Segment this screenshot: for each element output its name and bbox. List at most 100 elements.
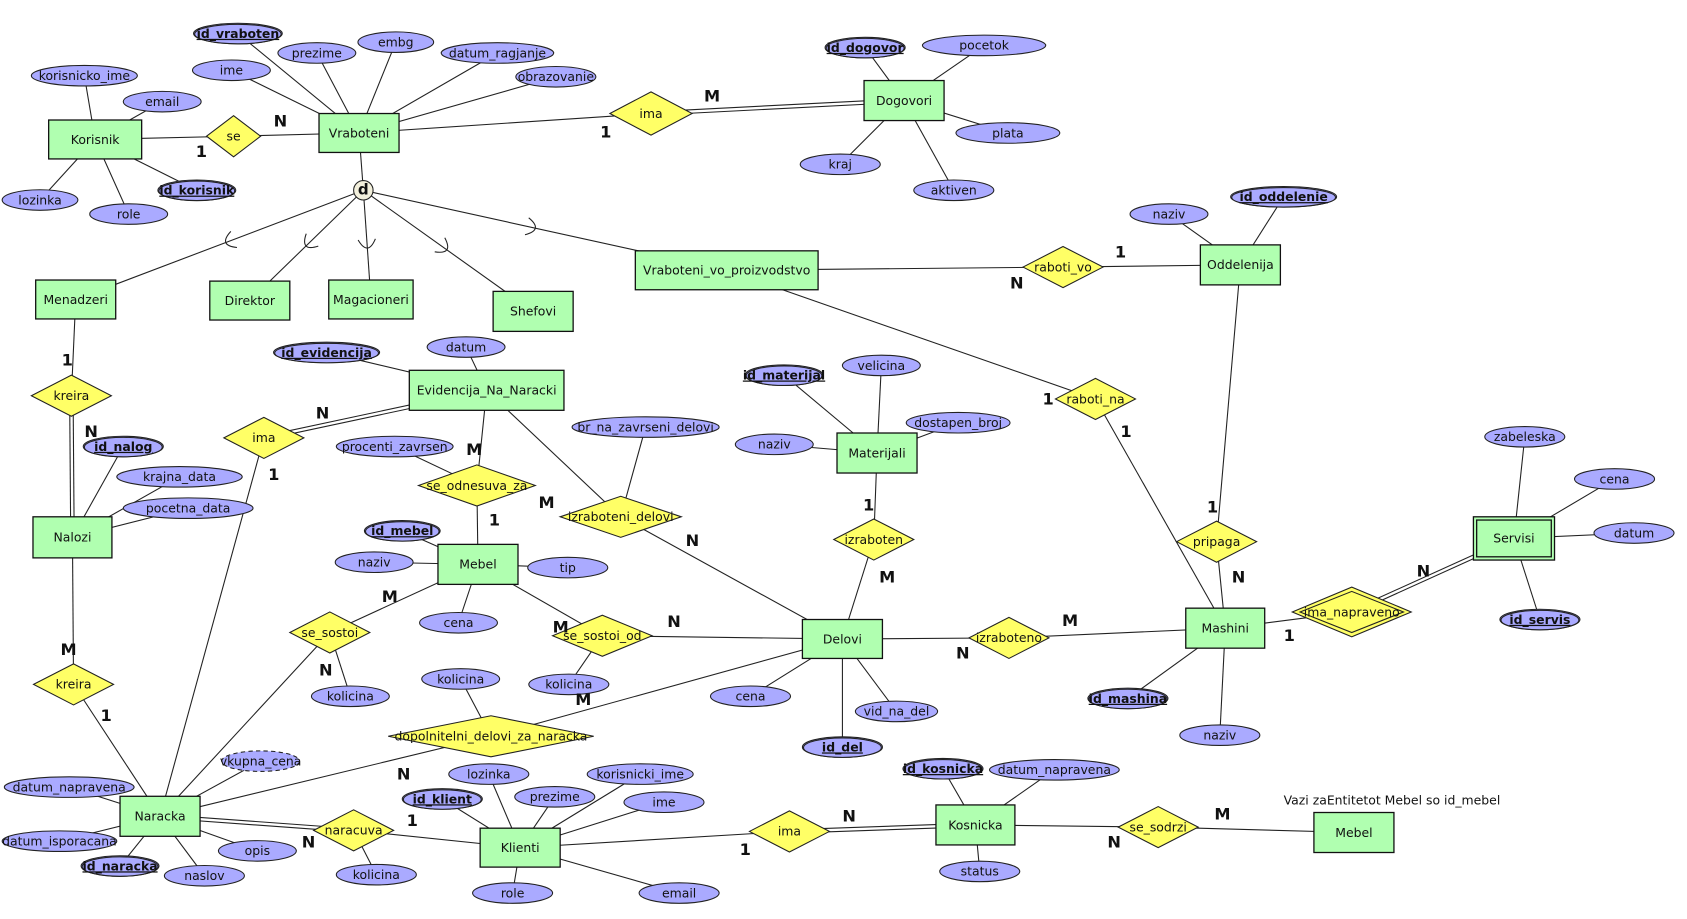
attribute-id-del[interactable]: id_del (801, 736, 883, 758)
attribute-korisnicko-ime[interactable]: korisnicko_ime (30, 64, 138, 87)
attribute-cena[interactable]: cena (709, 685, 792, 708)
attribute-zabeleska[interactable]: zabeleska (1484, 425, 1566, 448)
attribute-vkupna-cena[interactable]: vkupna_cena (220, 750, 302, 772)
relationship-izraboteni-delovi[interactable]: izraboteni_delovi (558, 495, 683, 538)
attribute-naziv[interactable]: naziv (334, 551, 414, 574)
entity-servisi[interactable]: Servisi (1472, 516, 1556, 561)
attribute-ime[interactable]: ime (191, 59, 271, 82)
attribute-vid-na-del[interactable]: vid_na_del (854, 700, 939, 723)
relationship-izraboteno[interactable]: izraboteno (967, 616, 1051, 660)
relationship-raboti-vo[interactable]: raboti_vo (1021, 245, 1105, 289)
attribute-cena[interactable]: cena (1573, 468, 1656, 490)
attribute-dostapen-broj[interactable]: dostapen_broj (905, 411, 1011, 434)
attribute-id-evidencija[interactable]: id_evidencija (273, 341, 381, 364)
relationship-ima2[interactable]: ima (222, 416, 306, 460)
attribute-id-klient[interactable]: id_klient (401, 788, 483, 810)
attribute-obrazovanie[interactable]: obrazovanie (515, 65, 597, 88)
attribute-id-servis[interactable]: id_servis (1499, 608, 1581, 631)
relationship-se[interactable]: se (205, 115, 262, 158)
attribute-role[interactable]: role (89, 203, 169, 225)
entity-dogovori[interactable]: Dogovori (863, 79, 945, 122)
entity-direktor[interactable]: Direktor (209, 280, 291, 321)
attribute-cena[interactable]: cena (419, 611, 498, 634)
attribute-id-vraboten[interactable]: id_vraboten (193, 22, 283, 45)
attribute-email[interactable]: email (122, 90, 202, 113)
attribute-prezime[interactable]: prezime (514, 786, 596, 808)
attribute-lozinka[interactable]: lozinka (1, 189, 79, 211)
entity-mashini[interactable]: Mashini (1185, 607, 1266, 649)
attribute-datum-ragjanje[interactable]: datum_ragjanje (440, 42, 555, 64)
attribute-id-mebel[interactable]: id_mebel (363, 520, 441, 542)
attribute-opis[interactable]: opis (217, 840, 297, 862)
entity-mebel2[interactable]: Mebel (1313, 811, 1395, 854)
attribute-pocetna-data[interactable]: pocetna_data (122, 497, 254, 519)
attribute-datum[interactable]: datum (1593, 522, 1675, 544)
entity-delovi[interactable]: Delovi (801, 618, 884, 660)
entity-kosnicka[interactable]: Kosnicka (935, 804, 1016, 846)
entity-evidencija[interactable]: Evidencija_Na_Naracki (408, 369, 565, 411)
relationship-se-sodrzi[interactable]: se_sodrzi (1116, 805, 1200, 849)
entity-klienti[interactable]: Klienti (479, 827, 561, 868)
attribute-id-nalog[interactable]: id_nalog (82, 435, 164, 458)
attribute-lozinka[interactable]: lozinka (448, 763, 530, 785)
attribute-velicina[interactable]: velicina (841, 354, 921, 377)
attribute-email[interactable]: email (638, 882, 720, 904)
relationship-ima3[interactable]: ima (748, 810, 831, 853)
attribute-id-naracka[interactable]: id_naracka (80, 855, 160, 877)
attribute-status[interactable]: status (939, 860, 1021, 883)
relationship-ima1[interactable]: ima (608, 91, 694, 136)
entity-materijali[interactable]: Materijali (836, 432, 918, 474)
attribute-procenti-zavrsen[interactable]: procenti_zavrsen (335, 435, 454, 458)
relationship-kreira1[interactable]: kreira (30, 374, 113, 417)
attribute-aktiven[interactable]: aktiven (913, 179, 995, 202)
relationship-raboti-na[interactable]: raboti_na (1054, 377, 1137, 421)
relationship-izraboten[interactable]: izraboten (832, 518, 915, 561)
attribute-id-korisnik[interactable]: id_korisnik (157, 179, 237, 202)
relationship-ima-napraveno[interactable]: ima_napraveno (1290, 586, 1413, 638)
relationship-pripaga[interactable]: pripaga (1175, 520, 1258, 563)
attribute-role[interactable]: role (472, 882, 554, 904)
attribute-naziv[interactable]: naziv (734, 433, 814, 456)
entity-vrab-proiz[interactable]: Vraboteni_vo_proizvodstvo (634, 250, 819, 291)
relationship-se-sostoi-od[interactable]: se_sostoi_od (551, 614, 654, 657)
entity-mebel[interactable]: Mebel (437, 543, 519, 586)
attribute-naslov[interactable]: naslov (163, 864, 245, 887)
entity-shefovi[interactable]: Shefovi (492, 290, 574, 333)
attribute-kolicina[interactable]: kolicina (528, 673, 610, 696)
entity-menadzeri[interactable]: Menadzeri (35, 279, 117, 320)
attribute-datum-isporacana[interactable]: datum_isporacana (1, 830, 118, 852)
entity-nalozi[interactable]: Nalozi (32, 516, 113, 559)
entity-oddelenija[interactable]: Oddelenija (1199, 244, 1282, 286)
attribute-id-mashina[interactable]: id_mashina (1087, 687, 1169, 710)
relationship-naracuva[interactable]: naracuva (312, 809, 395, 852)
attribute-naziv[interactable]: naziv (1179, 724, 1261, 747)
attribute-embg[interactable]: embg (357, 31, 435, 53)
entity-vraboteni[interactable]: Vraboteni (318, 112, 400, 154)
attribute-datum-napravena[interactable]: datum_napravena (988, 758, 1120, 781)
entity-naracka[interactable]: Naracka (119, 795, 201, 837)
attribute-id-kosnicka[interactable]: id_kosnicka (902, 757, 984, 780)
attribute-id-dogovor[interactable]: id_dogovor (824, 36, 906, 59)
attribute-datum[interactable]: datum (426, 336, 506, 358)
attribute-kraj[interactable]: kraj (799, 153, 881, 176)
attribute-kolicina[interactable]: kolicina (421, 668, 501, 690)
attribute-tip[interactable]: tip (527, 556, 609, 579)
entity-magacioneri[interactable]: Magacioneri (328, 279, 414, 320)
entity-korisnik[interactable]: Korisnik (48, 119, 143, 160)
attribute-id-materijal[interactable]: id_materijal (743, 364, 825, 386)
relationship-kreira2[interactable]: kreira (32, 663, 115, 706)
relationship-dopolnitelni[interactable]: dopolnitelni_delovi_za_naracka (388, 715, 594, 758)
attribute-prezime[interactable]: prezime (277, 42, 357, 64)
relationship-se-odnesuva-za[interactable]: se_odnesuva_za (416, 464, 537, 507)
attribute-krajna-data[interactable]: krajna_data (116, 465, 243, 488)
attribute-plata[interactable]: plata (955, 122, 1061, 144)
attribute-kolicina[interactable]: kolicina (335, 863, 417, 886)
attribute-datum-napravena[interactable]: datum_napravena (3, 776, 135, 798)
attribute-kolicina[interactable]: kolicina (310, 685, 390, 708)
attribute-pocetok[interactable]: pocetok (921, 34, 1047, 57)
attribute-ime[interactable]: ime (623, 791, 705, 814)
attribute-naziv[interactable]: naziv (1129, 203, 1209, 225)
attribute-id-oddelenie[interactable]: id_oddelenie (1230, 185, 1338, 208)
attribute-br-na-zavrseni-delovi[interactable]: br_na_zavrseni_delovi (571, 416, 720, 438)
relationship-se-sostoi[interactable]: se_sostoi (288, 611, 372, 654)
